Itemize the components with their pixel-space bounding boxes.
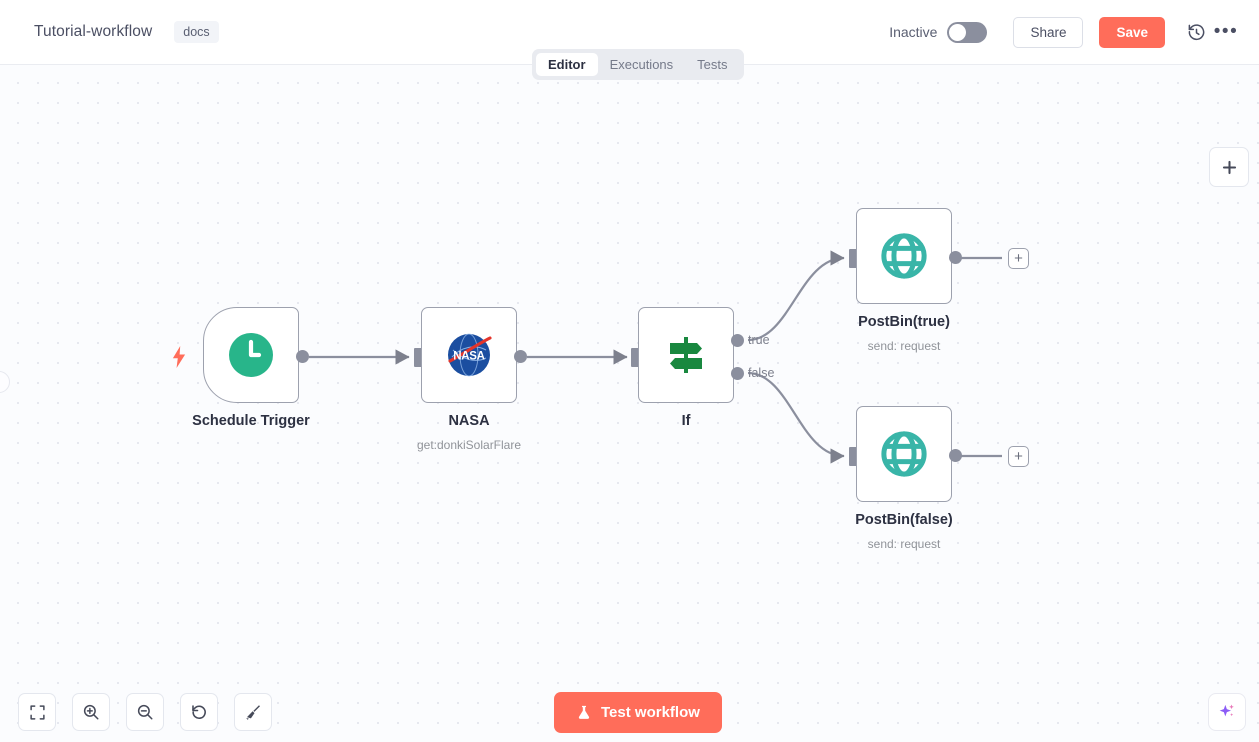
signpost-icon [670,337,702,373]
node-subtitle-postbin-true: send: request [867,339,941,353]
port-in-postbin-false[interactable] [849,447,857,466]
node-label-if: If [681,413,691,429]
workflow-canvas[interactable]: Schedule Trigger NASA NASA get:donkiSola… [0,65,1259,742]
node-subtitle-postbin-false: send: request [867,537,941,551]
node-label-postbin-false: PostBin(false) [855,512,953,528]
share-button[interactable]: Share [1013,16,1084,48]
workflow-title[interactable]: Tutorial-workflow [34,23,153,40]
zoom-out-icon [137,704,153,720]
port-in-postbin-true[interactable] [849,249,857,268]
fit-to-view-button[interactable] [18,693,56,731]
workflow-tag-docs[interactable]: docs [174,21,219,43]
flask-icon [578,705,590,719]
broom-icon [246,705,260,720]
node-schedule-trigger[interactable] [203,307,299,403]
save-button[interactable]: Save [1099,16,1165,48]
activation-state-label: Inactive [889,24,938,40]
port-out-schedule-trigger[interactable] [296,350,309,363]
port-in-if[interactable] [631,348,639,367]
globe-icon [881,431,927,477]
add-node-button[interactable] [1209,147,1249,187]
toggle-knob [949,23,967,41]
node-label-nasa: NASA [448,413,490,429]
activation-toggle[interactable] [947,21,988,43]
node-label-postbin-true: PostBin(true) [858,314,950,330]
undo-icon [192,705,206,720]
globe-icon [881,233,927,279]
tidy-up-button[interactable] [234,693,272,731]
zoom-in-icon [83,704,99,720]
app-header: Tutorial-workflow docs Inactive Share Sa… [0,0,1259,65]
sparkle-icon [1219,704,1234,717]
node-if[interactable] [638,307,734,403]
fit-screen-icon [29,704,45,720]
tab-editor[interactable]: Editor [536,53,598,76]
tab-tests[interactable]: Tests [685,53,739,76]
add-node-stub-false[interactable]: + [1008,446,1029,467]
node-label-schedule-trigger: Schedule Trigger [192,413,310,429]
zoom-in-button[interactable] [72,693,110,731]
header-actions: Inactive Share Save ••• [889,16,1259,48]
clock-icon [229,333,273,377]
port-out-nasa[interactable] [514,350,527,363]
svg-text:NASA: NASA [453,351,484,363]
edge-if-false-to-postbin-false [747,371,845,464]
ai-assistant-button[interactable] [1208,693,1246,731]
trigger-bolt-icon [171,346,187,368]
port-in-nasa[interactable] [414,348,422,367]
history-icon[interactable] [1181,17,1211,47]
port-label-false: false [748,366,775,380]
port-out-if-true[interactable] [731,334,744,347]
tab-executions[interactable]: Executions [598,53,686,76]
port-out-if-false[interactable] [731,367,744,380]
zoom-out-button[interactable] [126,693,164,731]
test-workflow-label: Test workflow [601,704,700,721]
node-postbin-false[interactable] [856,406,952,502]
canvas-toolbar [18,693,272,731]
port-out-postbin-true[interactable] [949,251,962,264]
port-label-true: true [748,333,770,347]
plus-icon [1222,160,1236,174]
ellipsis-icon[interactable]: ••• [1213,21,1239,42]
connection-edges [309,250,1002,464]
test-workflow-button[interactable]: Test workflow [554,692,722,733]
node-nasa[interactable]: NASA [421,307,517,403]
reset-zoom-button[interactable] [180,693,218,731]
port-out-postbin-false[interactable] [949,449,962,462]
node-postbin-true[interactable] [856,208,952,304]
edge-if-true-to-postbin-true [747,250,845,342]
nasa-logo-icon: NASA [448,333,492,377]
view-tabs: Editor Executions Tests [532,49,744,80]
node-subtitle-nasa: get:donkiSolarFlare [416,438,522,452]
add-node-stub-true[interactable]: + [1008,248,1029,269]
